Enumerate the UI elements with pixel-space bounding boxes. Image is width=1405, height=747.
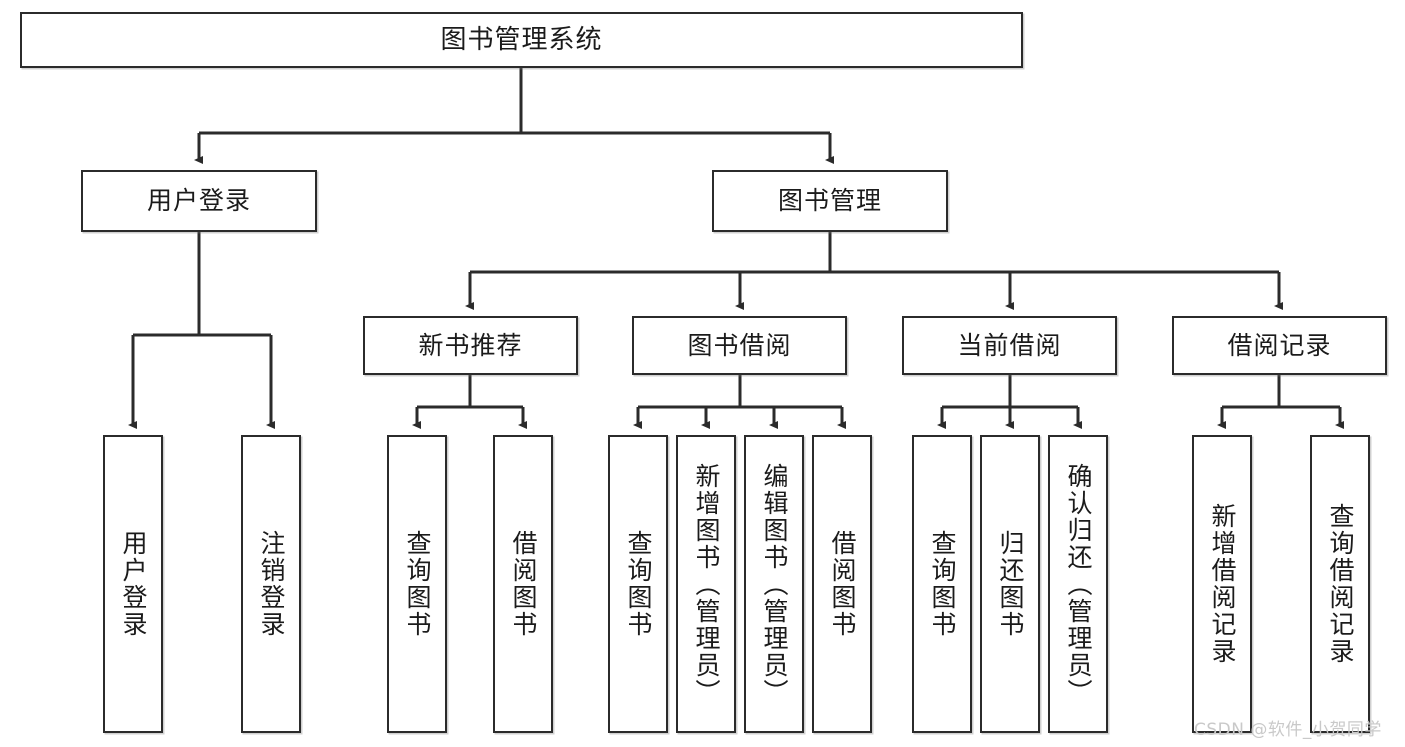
leaf-return-book[interactable]: 归还图书 [980, 435, 1040, 733]
node-label: 图书管理系统 [440, 24, 603, 55]
leaf-query-book-borrow[interactable]: 查询图书 [608, 435, 668, 733]
leaf-borrow-book-recommend[interactable]: 借阅图书 [493, 435, 553, 733]
leaf-logout-login[interactable]: 注销登录 [241, 435, 301, 733]
leaf-add-borrow-record[interactable]: 新增借阅记录 [1192, 435, 1252, 733]
node-label: 归还图书 [996, 530, 1025, 638]
node-book-borrow[interactable]: 图书借阅 [632, 316, 847, 375]
leaf-add-book[interactable]: 新增图书（管理员） [676, 435, 736, 733]
node-label: 用户登录 [119, 530, 148, 638]
leaf-query-borrow-record[interactable]: 查询借阅记录 [1310, 435, 1370, 733]
node-label: 确认归还（管理员） [1064, 462, 1093, 706]
node-label: 用户登录 [146, 186, 251, 216]
leaf-query-book-current[interactable]: 查询图书 [912, 435, 972, 733]
leaf-borrow-book[interactable]: 借阅图书 [812, 435, 872, 733]
node-current-borrow[interactable]: 当前借阅 [902, 316, 1117, 375]
node-label: 新增借阅记录 [1208, 503, 1237, 665]
node-label: 查询图书 [624, 530, 653, 638]
node-label: 注销登录 [257, 530, 286, 638]
leaf-user-login[interactable]: 用户登录 [103, 435, 163, 733]
node-book-manage[interactable]: 图书管理 [712, 170, 948, 232]
node-label: 图书借阅 [687, 330, 792, 360]
node-label: 图书管理 [777, 186, 882, 216]
leaf-confirm-return[interactable]: 确认归还（管理员） [1048, 435, 1108, 733]
node-borrow-record[interactable]: 借阅记录 [1172, 316, 1387, 375]
node-label: 查询借阅记录 [1326, 503, 1355, 665]
node-label: 借阅图书 [828, 530, 857, 638]
node-system-root[interactable]: 图书管理系统 [20, 12, 1023, 68]
leaf-edit-book[interactable]: 编辑图书（管理员） [744, 435, 804, 733]
leaf-query-book-recommend[interactable]: 查询图书 [387, 435, 447, 733]
node-label: 查询图书 [403, 530, 432, 638]
node-label: 新增图书（管理员） [692, 462, 721, 706]
node-user-login[interactable]: 用户登录 [81, 170, 317, 232]
node-label: 借阅记录 [1227, 330, 1332, 360]
node-label: 编辑图书（管理员） [760, 462, 789, 706]
node-new-book-recommend[interactable]: 新书推荐 [363, 316, 578, 375]
node-label: 当前借阅 [957, 330, 1062, 360]
node-label: 新书推荐 [418, 330, 523, 360]
node-label: 查询图书 [928, 530, 957, 638]
csdn-watermark: CSDN @软件_小贺同学 [1194, 720, 1382, 740]
node-label: 借阅图书 [509, 530, 538, 638]
